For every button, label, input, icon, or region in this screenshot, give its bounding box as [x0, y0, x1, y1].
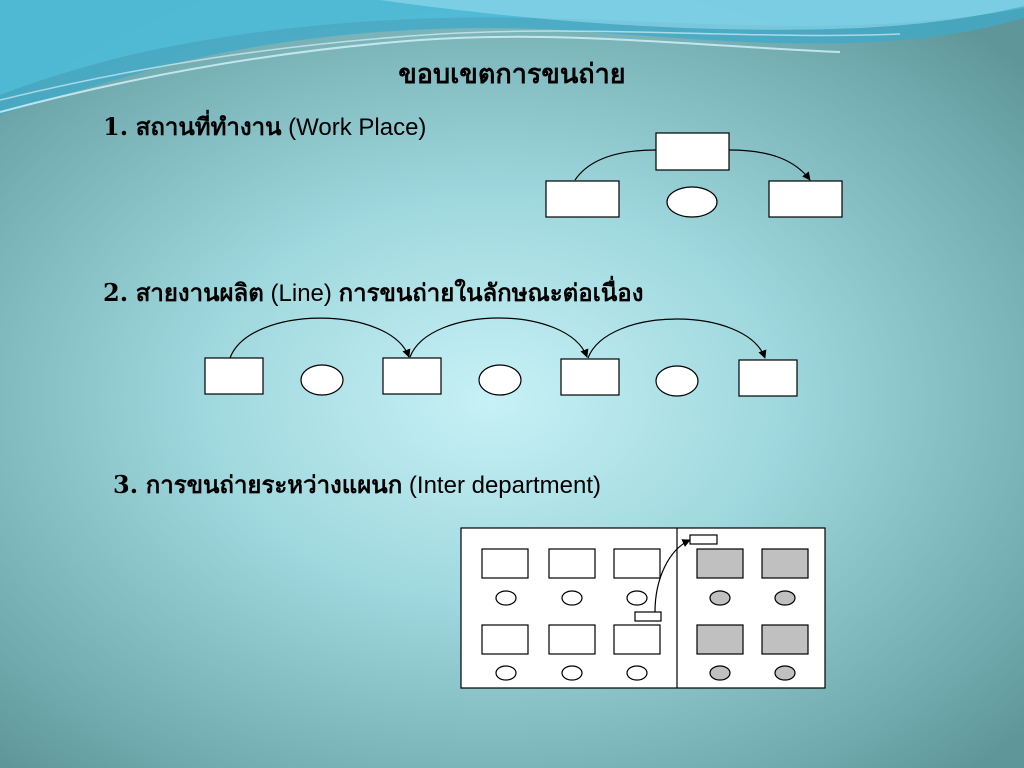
workstation-box [613, 624, 661, 655]
operation-circle [655, 365, 699, 397]
workstation-box-shaded [761, 624, 809, 655]
production-line-diagram [204, 317, 798, 397]
heading-english-text: (Line) [270, 280, 339, 307]
operation-circle [666, 186, 718, 218]
workstation-box [548, 548, 596, 579]
workstation-box [548, 624, 596, 655]
workstation-box [545, 180, 620, 218]
transfer-arrow [654, 539, 691, 613]
workstation-box [481, 624, 529, 655]
station-box [382, 357, 442, 395]
transfer-load-destination [689, 534, 718, 545]
operation-circle [561, 665, 583, 681]
heading-number: 3. [113, 470, 139, 499]
workstation-box [481, 548, 529, 579]
flow-arrow [574, 149, 657, 181]
flow-arrow [587, 318, 767, 359]
workstation-box-shaded [696, 624, 744, 655]
transfer-load-source [634, 611, 662, 622]
operation-circle-shaded [774, 665, 796, 681]
operation-circle-shaded [709, 665, 731, 681]
workstation-box [655, 132, 730, 171]
heading-paren-open: ( [281, 114, 297, 141]
heading-line: 2. สายงานผลิต (Line) การขนถ่ายในลักษณะต่… [103, 273, 643, 312]
flow-arrow [409, 317, 589, 358]
operation-circle [561, 590, 583, 606]
operation-circle [626, 590, 648, 606]
slide-title: ขอบเขตการขนถ่าย [398, 59, 626, 90]
heading-number: 2. [103, 278, 129, 307]
heading-thai-text: สถานที่ทำงาน [135, 112, 282, 141]
heading-number: 1. [103, 112, 129, 141]
operation-circle [300, 364, 344, 396]
station-box [738, 359, 798, 397]
heading-thai-text: สายงานผลิต [135, 278, 264, 307]
heading-inter-department: 3. การขนถ่ายระหว่างแผนก (Inter departmen… [113, 465, 601, 504]
workstation-box-shaded [696, 548, 744, 579]
operation-circle-shaded [774, 590, 796, 606]
operation-circle [626, 665, 648, 681]
operation-circle [495, 590, 517, 606]
department-a [481, 548, 661, 681]
department-b [696, 548, 809, 681]
heading-paren-open: ( [402, 472, 417, 499]
flow-arrow [728, 149, 811, 181]
operation-circle [478, 364, 522, 396]
header-wave-decoration [0, 0, 1024, 115]
heading-thai-text: การขนถ่ายระหว่างแผนก [145, 470, 403, 499]
heading-english-text: Work Place) [296, 114, 427, 141]
operation-circle-shaded [709, 590, 731, 606]
heading-work-place: 1. สถานที่ทำงาน (Work Place) [103, 107, 426, 146]
station-box [204, 357, 264, 395]
workstation-box [768, 180, 843, 218]
work-place-diagram [545, 132, 843, 218]
station-box [560, 358, 620, 396]
flow-arrow [229, 317, 411, 359]
operation-circle [495, 665, 517, 681]
heading-english-text: Inter department) [416, 472, 601, 499]
workstation-box-shaded [761, 548, 809, 579]
inter-department-diagram [460, 527, 826, 689]
heading-thai-suffix: การขนถ่ายในลักษณะต่อเนื่อง [338, 278, 644, 307]
workstation-box [613, 548, 661, 579]
